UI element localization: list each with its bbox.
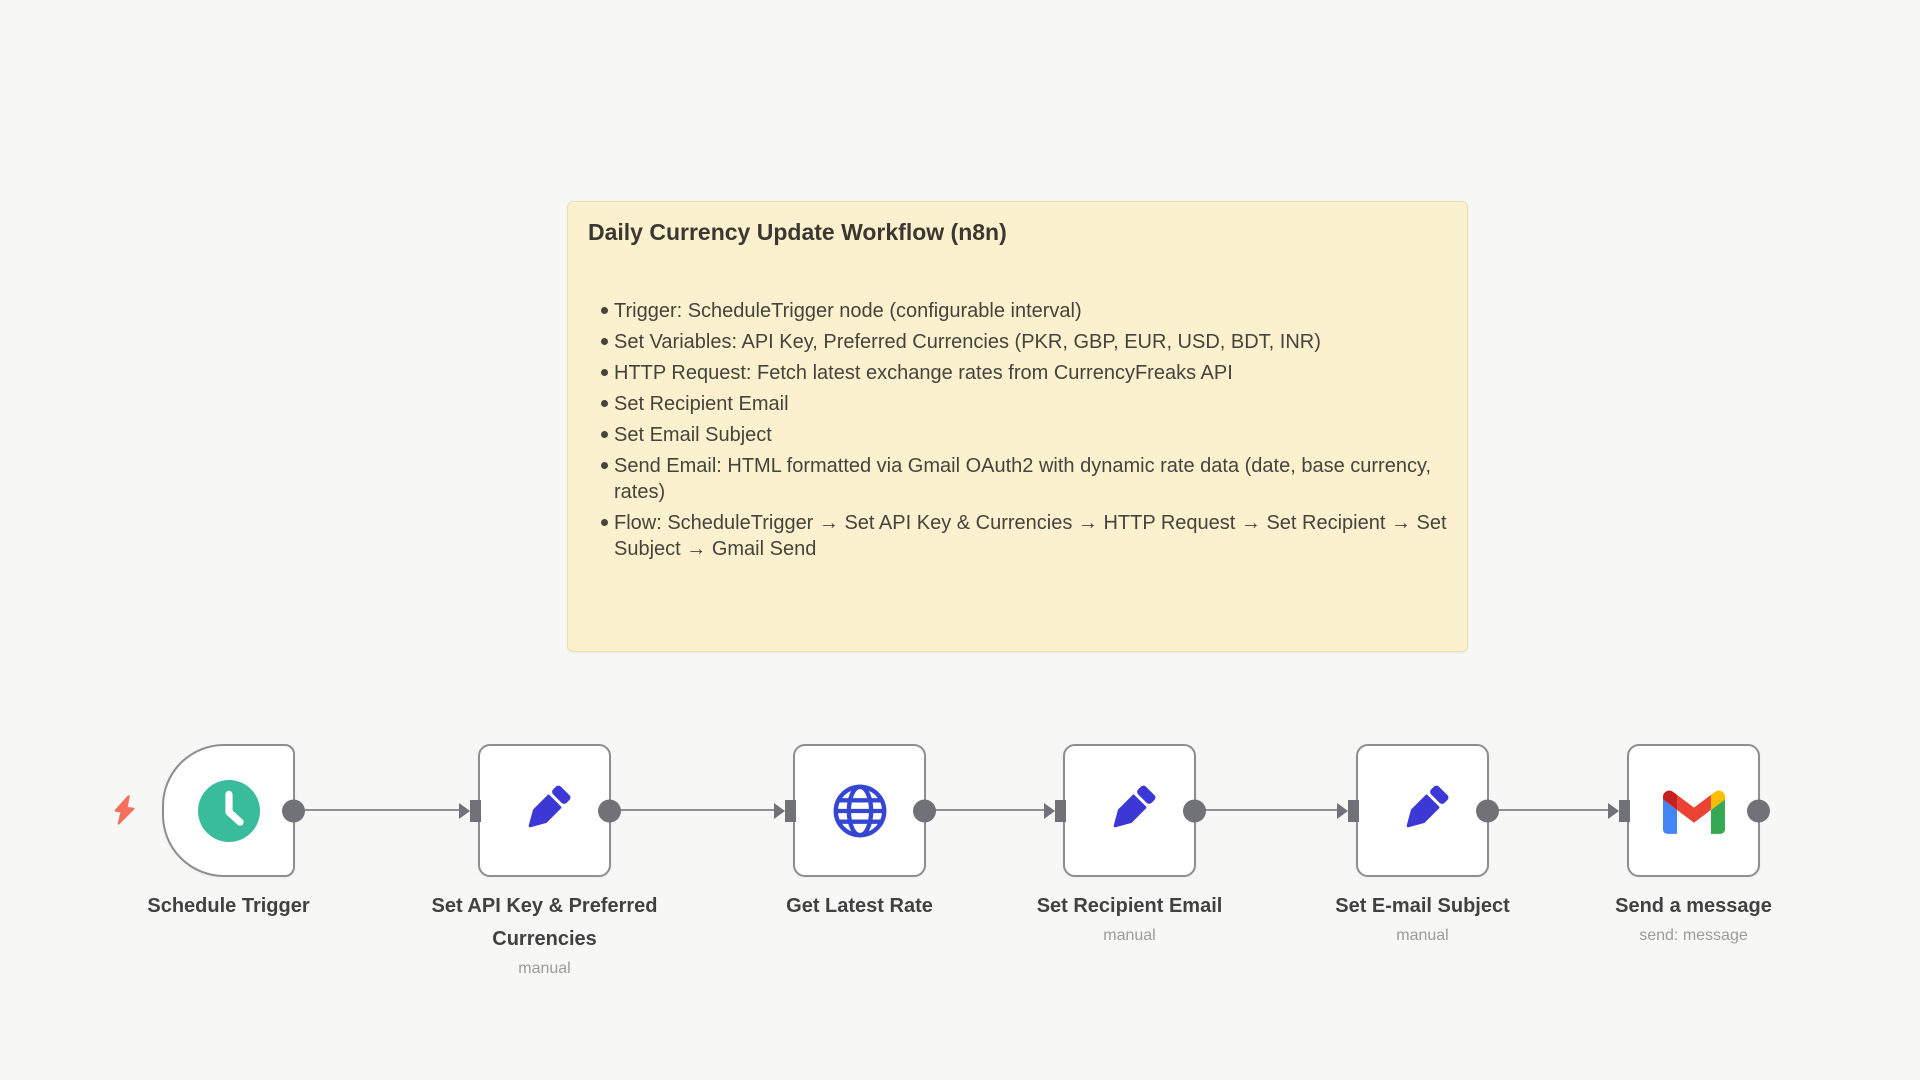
node-set-recipient-email: Set Recipient Email manual: [1037, 744, 1222, 944]
output-port[interactable]: [1747, 799, 1770, 822]
sticky-note-bullet: Set Variables: API Key, Preferred Curren…: [601, 329, 1447, 355]
sticky-note-list: Trigger: ScheduleTrigger node (configura…: [588, 298, 1447, 562]
sticky-note-bullet: Set Email Subject: [601, 422, 1447, 448]
output-port[interactable]: [282, 799, 305, 822]
node-label: Send a message: [1615, 895, 1772, 917]
connection-line[interactable]: [1489, 809, 1608, 811]
node-set-email-subject: Set E-mail Subject manual: [1335, 744, 1510, 944]
pencil-icon: [528, 785, 570, 827]
output-port[interactable]: [1476, 799, 1499, 822]
input-port[interactable]: [774, 799, 798, 823]
input-port[interactable]: [459, 799, 483, 823]
node-label: Get Latest Rate: [786, 895, 933, 917]
node-label: Set E-mail Subject: [1335, 895, 1510, 917]
sticky-note-bullet: Set Recipient Email: [601, 391, 1447, 417]
input-port[interactable]: [1608, 799, 1632, 823]
node-box-send-a-message[interactable]: [1608, 744, 1770, 877]
sticky-note[interactable]: Daily Currency Update Workflow (n8n) Tri…: [567, 201, 1468, 652]
node-subtitle: manual: [1396, 927, 1449, 944]
sticky-note-bullet: Flow: ScheduleTrigger → Set API Key & Cu…: [601, 512, 1447, 560]
node-get-latest-rate: Get Latest Rate: [774, 744, 936, 917]
node-subtitle: manual: [518, 960, 571, 977]
node-subtitle: send: message: [1639, 927, 1748, 944]
pencil-icon: [1406, 785, 1448, 827]
node-box-set-api-key[interactable]: [459, 744, 621, 877]
node-box-set-email-subject[interactable]: [1337, 744, 1499, 877]
pencil-icon: [1113, 785, 1155, 827]
connection-line[interactable]: [1196, 809, 1337, 811]
connection-line[interactable]: [610, 809, 774, 811]
input-port[interactable]: [1337, 799, 1361, 823]
node-label: Set API Key & Preferred Currencies: [431, 895, 658, 950]
node-send-a-message: Send a message send: message: [1608, 744, 1772, 944]
node-box-schedule-trigger[interactable]: [162, 744, 305, 877]
globe-icon: [833, 784, 886, 837]
input-port[interactable]: [1044, 799, 1068, 823]
node-set-api-key: Set API Key & Preferred Currencies manua…: [431, 744, 658, 977]
connection-line[interactable]: [295, 809, 459, 811]
sticky-note-title: Daily Currency Update Workflow (n8n): [588, 219, 1007, 245]
node-schedule-trigger: Schedule Trigger: [147, 744, 310, 917]
sticky-note-bullet: Trigger: ScheduleTrigger node (configura…: [601, 298, 1447, 324]
connection-line[interactable]: [925, 809, 1044, 811]
node-box-get-latest-rate[interactable]: [774, 744, 936, 877]
node-label: Schedule Trigger: [147, 895, 310, 917]
sticky-note-bullet: Send Email: HTML formatted via Gmail OAu…: [601, 453, 1447, 505]
output-port[interactable]: [1183, 799, 1206, 822]
output-port[interactable]: [913, 799, 936, 822]
node-subtitle: manual: [1103, 927, 1156, 944]
node-box-set-recipient-email[interactable]: [1044, 744, 1206, 877]
clock-icon: [197, 779, 260, 842]
output-port[interactable]: [598, 799, 621, 822]
trigger-bolt-icon: [114, 795, 135, 825]
node-label: Set Recipient Email: [1036, 895, 1223, 917]
gmail-icon: [1662, 790, 1725, 834]
sticky-note-bullet: HTTP Request: Fetch latest exchange rate…: [601, 360, 1447, 386]
